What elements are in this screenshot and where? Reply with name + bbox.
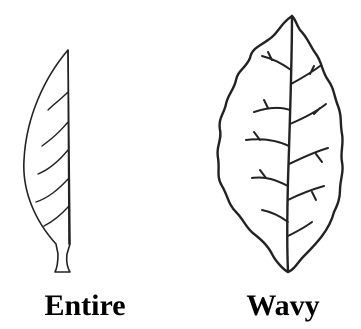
entire-leaf-midrib: [68, 50, 69, 244]
entire-leaf-vein: [38, 150, 68, 174]
wavy-leaf-vein: [262, 52, 291, 70]
entire-leaf-vein: [36, 178, 69, 202]
wavy-leaf-outline: [218, 16, 343, 272]
wavy-leaf-vein: [254, 100, 290, 112]
wavy-leaf-vein: [291, 66, 320, 84]
wavy-leaf-vein: [246, 132, 289, 146]
wavy-leaf-illustration: [180, 0, 361, 290]
entire-leaf-icon: [0, 0, 180, 290]
wavy-leaf-vein: [289, 148, 328, 164]
entire-leaf-vein: [42, 122, 68, 146]
wavy-leaf-vein: [288, 186, 324, 200]
entire-leaf-outline: [24, 50, 70, 272]
wavy-leaf-vein: [290, 104, 326, 124]
entire-leaf-illustration: [0, 0, 180, 290]
entire-caption: Entire: [20, 288, 150, 324]
wavy-leaf-icon: [180, 0, 361, 290]
wavy-leaf-vein: [252, 170, 288, 186]
wavy-caption: Wavy: [218, 288, 348, 324]
wavy-leaf-vein: [262, 210, 288, 222]
entire-leaf-vein: [48, 92, 68, 110]
wavy-leaf-vein: [288, 222, 312, 236]
entire-leaf-vein: [44, 206, 69, 226]
